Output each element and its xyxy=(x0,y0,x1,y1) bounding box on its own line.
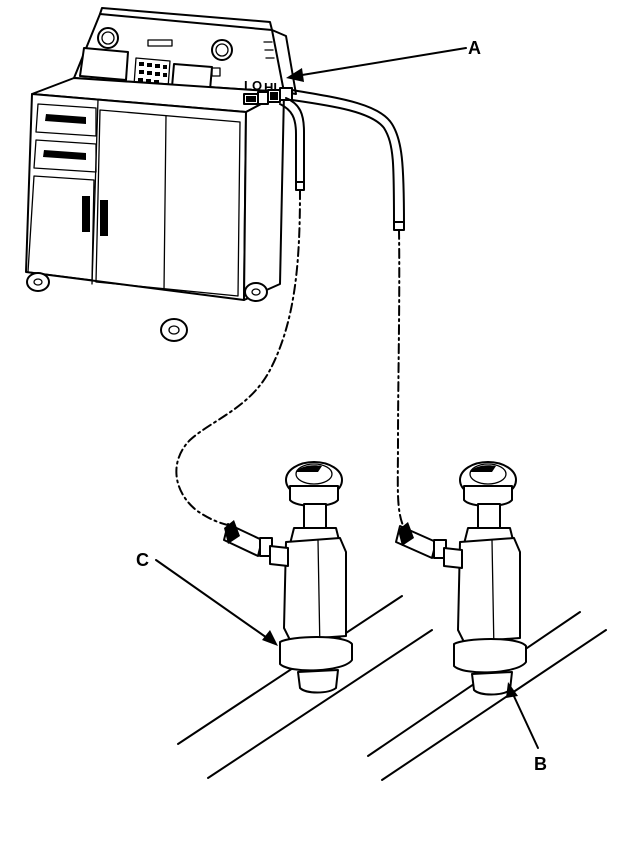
callout-label-b: B xyxy=(534,754,547,774)
panel-top-rim xyxy=(99,7,273,31)
left-fixture xyxy=(223,461,353,694)
cabinet-side xyxy=(243,91,285,301)
right-base xyxy=(453,638,527,674)
upper-drawer-handle xyxy=(45,114,86,124)
lo-hose-outer xyxy=(285,97,305,187)
callout-label-a: A xyxy=(468,38,481,58)
display-window xyxy=(147,39,173,47)
lo-label: LO xyxy=(244,78,262,93)
lower-drawer xyxy=(33,139,97,173)
lower-drawer-handle xyxy=(43,150,86,160)
callout-b: B xyxy=(506,682,547,774)
hose-connectors xyxy=(243,87,293,105)
right-door xyxy=(95,109,241,297)
hi-hose-outer xyxy=(291,89,405,227)
door-handle xyxy=(82,196,90,232)
left-base xyxy=(279,636,353,672)
callout-a: A xyxy=(286,38,481,82)
upper-drawer xyxy=(35,103,97,137)
right-body xyxy=(457,537,521,643)
left-screen xyxy=(79,47,129,81)
hoses xyxy=(279,89,405,231)
door-handle xyxy=(100,200,108,236)
right-stem xyxy=(477,503,501,529)
right-gauge-dial xyxy=(215,43,229,57)
floor-rails xyxy=(177,595,607,781)
right-fixture xyxy=(395,461,527,696)
hi-hose-dashed xyxy=(396,229,405,529)
left-gauge-dial xyxy=(101,31,115,45)
caster-wheel xyxy=(26,272,50,292)
right-gauge xyxy=(211,39,233,61)
cabinet-front xyxy=(25,93,247,301)
panel-switch xyxy=(211,67,221,77)
test-machine: LO HI xyxy=(25,7,297,342)
caster-wheel xyxy=(160,318,188,342)
door-seam xyxy=(163,115,167,291)
left-gauge xyxy=(97,27,119,49)
lo-hose-inner xyxy=(279,103,297,187)
callout-c: C xyxy=(136,550,278,646)
callout-label-c: C xyxy=(136,550,149,570)
left-body xyxy=(283,537,347,641)
caster-wheel xyxy=(244,282,268,302)
lo-hose-dashed xyxy=(175,189,301,527)
left-stem xyxy=(303,503,327,529)
hi-hose-inner xyxy=(291,99,395,227)
left-door xyxy=(27,175,95,281)
